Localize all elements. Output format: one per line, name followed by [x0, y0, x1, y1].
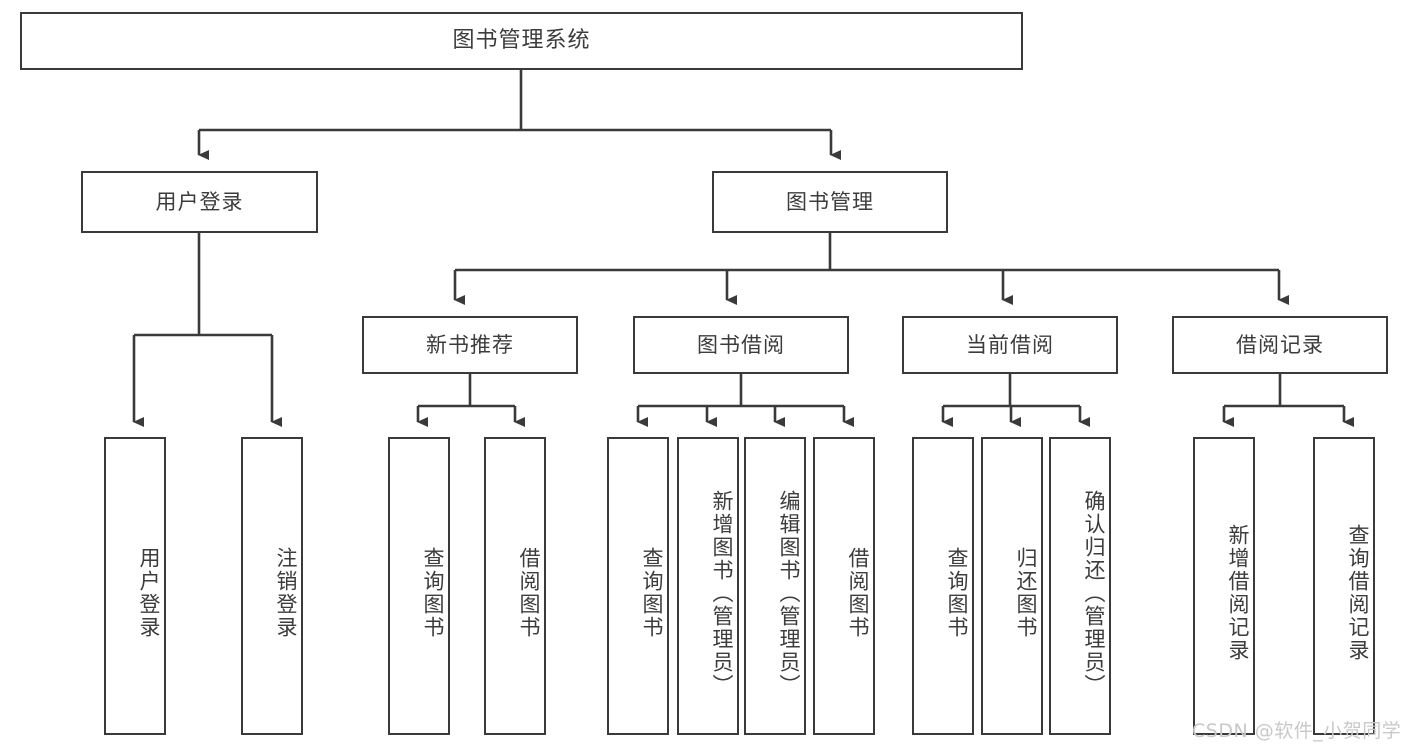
leaf-edit-book-admin[interactable]: 编辑图书（管理员） — [744, 437, 806, 735]
node-label: 借阅图书 — [517, 547, 541, 639]
node-borrow-record[interactable]: 借阅记录 — [1172, 316, 1388, 374]
node-label: 图书管理 — [786, 189, 874, 214]
node-label: 归还图书 — [1014, 547, 1038, 639]
node-label: 新增借阅记录 — [1226, 524, 1250, 662]
leaf-query-book-current[interactable]: 查询图书 — [912, 437, 974, 735]
node-new-book-recommend[interactable]: 新书推荐 — [362, 316, 578, 374]
node-label: 用户登录 — [155, 189, 244, 214]
node-label: 新增图书（管理员） — [710, 489, 734, 697]
leaf-borrow-book[interactable]: 借阅图书 — [813, 437, 875, 735]
node-label: 查询借阅记录 — [1346, 524, 1370, 662]
node-label: 注销登录 — [274, 547, 298, 639]
leaf-query-book-recommend[interactable]: 查询图书 — [388, 437, 450, 735]
node-label: 查询图书 — [640, 547, 664, 639]
leaf-confirm-return-admin[interactable]: 确认归还（管理员） — [1049, 437, 1111, 735]
node-label: 当前借阅 — [966, 332, 1054, 357]
leaf-add-borrow-record[interactable]: 新增借阅记录 — [1193, 437, 1255, 735]
node-label: 查询图书 — [421, 547, 445, 639]
node-label: 新书推荐 — [426, 332, 514, 357]
leaf-add-book-admin[interactable]: 新增图书（管理员） — [677, 437, 739, 735]
leaf-borrow-book-recommend[interactable]: 借阅图书 — [484, 437, 546, 735]
node-label: 借阅图书 — [846, 547, 870, 639]
node-label: 查询图书 — [945, 547, 969, 639]
node-root-system[interactable]: 图书管理系统 — [20, 12, 1023, 70]
node-book-management[interactable]: 图书管理 — [712, 171, 948, 233]
node-user-login[interactable]: 用户登录 — [81, 171, 318, 233]
node-label: 图书借阅 — [697, 332, 785, 357]
node-label: 借阅记录 — [1236, 332, 1324, 357]
node-current-borrow[interactable]: 当前借阅 — [902, 316, 1118, 374]
leaf-query-book-borrow[interactable]: 查询图书 — [607, 437, 669, 735]
leaf-return-book[interactable]: 归还图书 — [981, 437, 1043, 735]
node-book-borrow[interactable]: 图书借阅 — [633, 316, 849, 374]
leaf-query-borrow-record[interactable]: 查询借阅记录 — [1313, 437, 1375, 735]
node-label: 图书管理系统 — [452, 28, 591, 54]
leaf-user-login[interactable]: 用户登录 — [104, 437, 166, 735]
leaf-logout[interactable]: 注销登录 — [241, 437, 303, 735]
node-label: 用户登录 — [137, 547, 161, 639]
node-label: 确认归还（管理员） — [1082, 489, 1106, 697]
node-label: 编辑图书（管理员） — [777, 489, 801, 697]
csdn-watermark: CSDN @软件_小贺同学 — [1192, 720, 1402, 742]
